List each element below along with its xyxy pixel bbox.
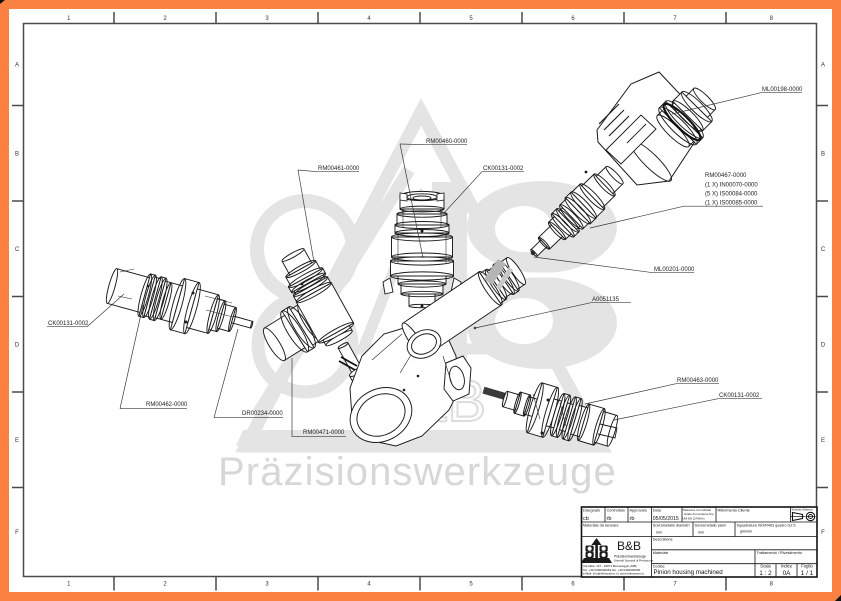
svg-text:RM00461-0000: RM00461-0000 [318, 166, 360, 172]
svg-text:4: 4 [367, 582, 371, 588]
svg-text:A0051135: A0051135 [592, 297, 620, 303]
svg-text:Indice: Indice [781, 564, 793, 569]
svg-text:E: E [15, 438, 19, 444]
svg-text:8: 8 [770, 582, 774, 588]
svg-text:Präzisionswerkzeuge: Präzisionswerkzeuge [218, 450, 617, 494]
svg-text:Präzisionswerkzeuge: Präzisionswerkzeuge [614, 555, 646, 559]
svg-text:CK00131-0002: CK00131-0002 [719, 393, 760, 399]
svg-text:Riferimento Cliente: Riferimento Cliente [718, 509, 750, 513]
svg-text:D: D [15, 342, 20, 348]
svg-text:1: 1 [67, 582, 71, 588]
svg-text:Via Italia, 197 - 20871 Bernar: Via Italia, 197 - 20871 Bernareggio (MB) [583, 564, 637, 568]
svg-text:mm: mm [656, 531, 662, 535]
svg-text:ML00198-0000: ML00198-0000 [762, 87, 803, 93]
svg-text:ML00201-0000: ML00201-0000 [654, 267, 695, 273]
svg-text:3: 3 [265, 16, 269, 22]
svg-text:7: 7 [673, 582, 677, 588]
svg-text:Tel. +39 0396900663 fax: +39 0: Tel. +39 0396900663 fax: +39 0396900696 [583, 568, 641, 572]
svg-text:Squadratura ISO/R463 quadro G2: Squadratura ISO/R463 quadro G2.5 [737, 524, 796, 528]
svg-text:8: 8 [770, 16, 774, 22]
svg-text:C: C [821, 247, 826, 253]
svg-text:F: F [15, 530, 19, 536]
svg-text:UNI EN 22768-fm: UNI EN 22768-fm [683, 517, 706, 521]
svg-text:Trattamento / Rivestimento: Trattamento / Rivestimento [757, 551, 802, 555]
svg-text:Materiale da lavorare: Materiale da lavorare [583, 524, 619, 528]
svg-text:Controllato: Controllato [607, 509, 625, 513]
svg-text:e-Mail: info@bebsystem.it | ww: e-Mail: info@bebsystem.it | www.bebsyste… [583, 572, 644, 576]
svg-text:Scala: Scala [760, 564, 771, 569]
svg-text:2: 2 [163, 16, 167, 22]
svg-text:2: 2 [163, 582, 167, 588]
svg-text:RM00460-0000: RM00460-0000 [426, 139, 468, 145]
svg-text:Utensili Speciali di Precision: Utensili Speciali di Precisione [614, 559, 654, 563]
svg-text:RM00462-0000: RM00462-0000 [146, 402, 188, 408]
svg-text:mm: mm [698, 531, 704, 535]
svg-text:C: C [15, 247, 20, 253]
svg-text:CK00131-0002: CK00131-0002 [483, 166, 524, 172]
svg-text:A: A [821, 63, 825, 69]
svg-text:RM00463-0000: RM00463-0000 [677, 378, 719, 384]
svg-text:5: 5 [469, 582, 473, 588]
svg-text:Codice: Codice [653, 565, 665, 569]
svg-text:Foglio: Foglio [801, 564, 813, 569]
svg-text:RM00471-0000: RM00471-0000 [303, 430, 345, 436]
svg-text:4: 4 [367, 16, 371, 22]
svg-text:Data: Data [653, 509, 662, 513]
svg-text:B: B [821, 151, 825, 157]
svg-text:1 / 1: 1 / 1 [801, 570, 814, 577]
svg-text:B: B [15, 151, 19, 157]
svg-text:7: 7 [673, 16, 677, 22]
svg-text:A: A [15, 63, 19, 69]
svg-text:5: 5 [469, 16, 473, 22]
svg-text:RM00467-0000: RM00467-0000 [705, 173, 747, 179]
svg-text:3: 3 [265, 582, 269, 588]
svg-text:(1 X) IS00085-0000: (1 X) IS00085-0000 [705, 201, 758, 207]
svg-text:B&B: B&B [617, 539, 641, 553]
svg-text:giri/min: giri/min [740, 530, 752, 534]
svg-text:Tolleranze non indicate: Tolleranze non indicate [683, 508, 712, 512]
svg-text:CK00131-0002: CK00131-0002 [48, 321, 89, 327]
svg-text:rb: rb [630, 516, 635, 522]
svg-text:Sovrametallo diametri: Sovrametallo diametri [653, 524, 690, 528]
svg-text:E: E [821, 438, 825, 444]
svg-text:DR00234-0000: DR00234-0000 [242, 411, 283, 417]
svg-text:(1 X) IN00070-0000: (1 X) IN00070-0000 [705, 183, 758, 189]
svg-text:Approvato: Approvato [630, 509, 647, 513]
svg-text:Materiale: Materiale [653, 551, 669, 555]
svg-text:D: D [821, 342, 826, 348]
svg-text:6: 6 [571, 16, 575, 22]
svg-text:F: F [821, 530, 825, 536]
svg-text:Simbolo Sistema: Simbolo Sistema [792, 508, 813, 512]
svg-text:1: 1 [67, 16, 71, 22]
svg-text:rb: rb [607, 516, 612, 522]
svg-text:Sovrametallo piani: Sovrametallo piani [695, 524, 726, 528]
svg-text:Disegnato: Disegnato [583, 509, 600, 513]
svg-text:Grado di precisione fine: Grado di precisione fine [684, 512, 714, 516]
svg-text:Descrizione: Descrizione [653, 538, 673, 542]
svg-text:Pinion housing machined: Pinion housing machined [654, 569, 724, 576]
svg-text:cb: cb [583, 516, 589, 522]
svg-text:(5 X) IS00084-0000: (5 X) IS00084-0000 [705, 192, 758, 198]
svg-text:05/05/2015: 05/05/2015 [653, 516, 679, 522]
svg-text:6: 6 [571, 582, 575, 588]
svg-text:1 : 2: 1 : 2 [759, 570, 772, 577]
svg-text:0A: 0A [783, 570, 792, 577]
